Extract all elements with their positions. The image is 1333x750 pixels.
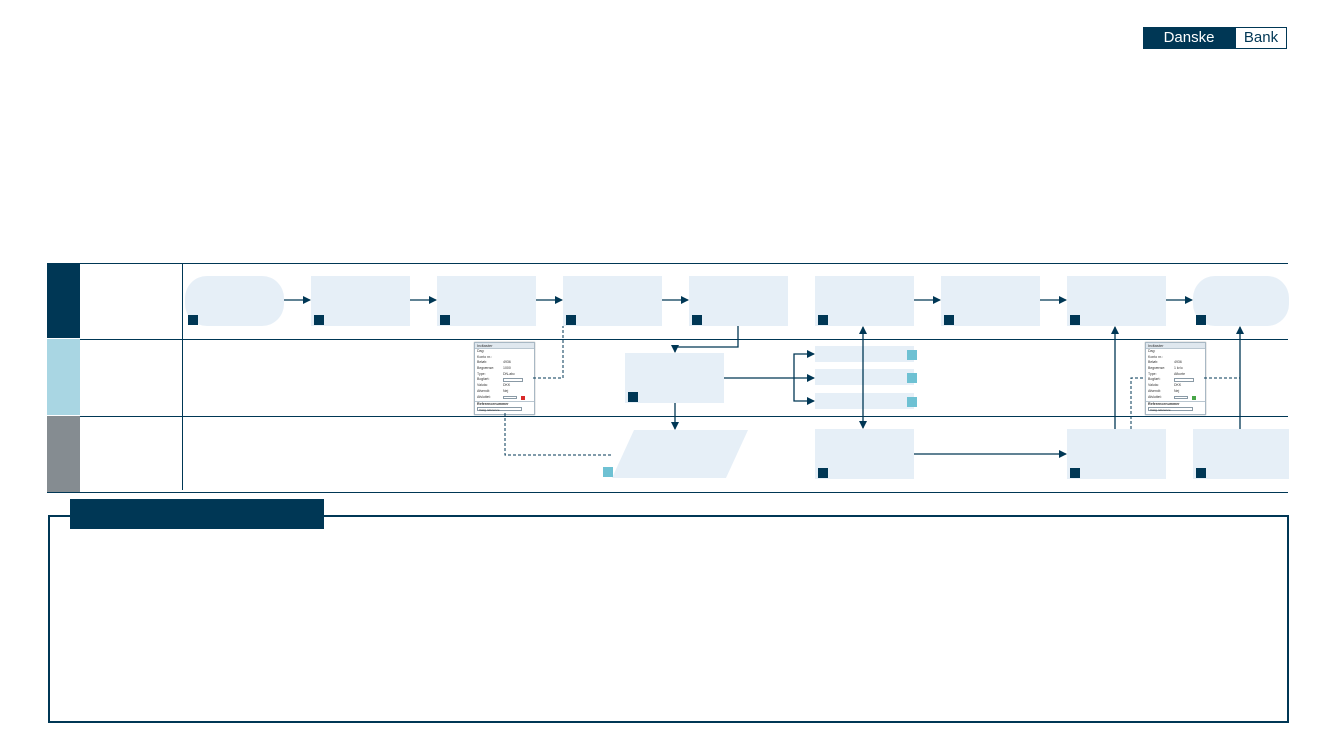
logo-left: Danske [1143, 27, 1235, 49]
form-screenshot-left: Indtaster Dag: Konto nr.: Beløb:4936 Beg… [474, 342, 535, 415]
decision-node [625, 353, 724, 403]
process-node-1 [311, 276, 410, 326]
node-marker-light [907, 397, 917, 407]
lane-header-divider [182, 263, 183, 490]
option-node-1 [815, 346, 914, 362]
system-node-2 [1067, 429, 1166, 479]
description-panel-tab [70, 499, 324, 529]
node-marker [944, 315, 954, 325]
lane-tab-bottom [47, 416, 80, 492]
node-marker [440, 315, 450, 325]
form-select [1174, 395, 1188, 400]
form-select [503, 378, 523, 383]
node-marker [1196, 468, 1206, 478]
form-row: Konto nr.: [1148, 354, 1163, 359]
process-node-3 [563, 276, 662, 326]
node-marker-light [907, 350, 917, 360]
warning-icon [521, 395, 525, 400]
node-marker-light [907, 373, 917, 383]
start-node [185, 276, 284, 326]
lane-top-border [80, 263, 1288, 264]
end-node [1193, 276, 1289, 326]
data-io-node [612, 430, 748, 478]
node-marker [1070, 315, 1080, 325]
danske-bank-logo: Danske Bank [1143, 27, 1287, 49]
lane-divider-2 [80, 416, 1288, 417]
form-row: Begrænse:1 kr/o [1148, 366, 1183, 371]
form-section: Referencenummer [1146, 401, 1205, 407]
form-row: Bogført: [1146, 377, 1205, 383]
process-node-5 [815, 276, 914, 326]
form-row: Valuta:DKK [1148, 383, 1182, 388]
process-node-6 [941, 276, 1040, 326]
process-node-4 [689, 276, 788, 326]
process-node-7 [1067, 276, 1166, 326]
form-row: Dag: [1148, 349, 1156, 353]
form-select [1174, 378, 1194, 383]
node-marker [566, 315, 576, 325]
node-marker [818, 315, 828, 325]
form-row: Afsluttet: [1146, 395, 1205, 401]
form-reference-select: Vælg reference [477, 407, 522, 412]
system-node-3 [1193, 429, 1289, 479]
form-reference-select: Vælg reference [1148, 407, 1193, 412]
lane-tab-top [47, 263, 80, 338]
option-node-2 [815, 369, 914, 385]
node-marker-light [603, 467, 613, 477]
form-select [503, 395, 517, 400]
form-row: Afsluttet: [475, 395, 534, 401]
node-marker [1070, 468, 1080, 478]
option-node-3 [815, 393, 914, 409]
lane-tab-middle [47, 339, 80, 415]
description-panel [48, 515, 1289, 723]
form-row: Dag: [477, 349, 485, 353]
form-row: Beløb:4936 [477, 360, 511, 365]
form-row: Beløb:4936 [1148, 360, 1182, 365]
form-title: Indtaster [475, 343, 534, 349]
lane-divider-1 [80, 339, 1288, 340]
form-row: Begrænse:1000 [477, 366, 511, 371]
form-row: Type:DN-abc [477, 371, 515, 376]
checkmark-icon [1192, 395, 1196, 400]
node-marker [188, 315, 198, 325]
node-marker [628, 392, 638, 402]
form-title: Indtaster [1146, 343, 1205, 349]
form-row: Konto nr.: [477, 354, 492, 359]
form-row: Afsendt:Nej [477, 388, 509, 393]
form-screenshot-right: Indtaster Dag: Konto nr.: Beløb:4936 Beg… [1145, 342, 1206, 415]
form-row: Bogført: [475, 377, 534, 383]
node-marker [692, 315, 702, 325]
logo-right: Bank [1235, 27, 1287, 49]
process-node-2 [437, 276, 536, 326]
lane-bottom-border [47, 492, 1288, 493]
form-row: Valuta:DKK [477, 383, 511, 388]
node-marker [1196, 315, 1206, 325]
form-row: Afsendt:Nej [1148, 388, 1180, 393]
form-row: Type:Afkorte [1148, 371, 1186, 376]
system-node-1 [815, 429, 914, 479]
form-section: Referencenummer [475, 401, 534, 407]
node-marker [314, 315, 324, 325]
node-marker [818, 468, 828, 478]
